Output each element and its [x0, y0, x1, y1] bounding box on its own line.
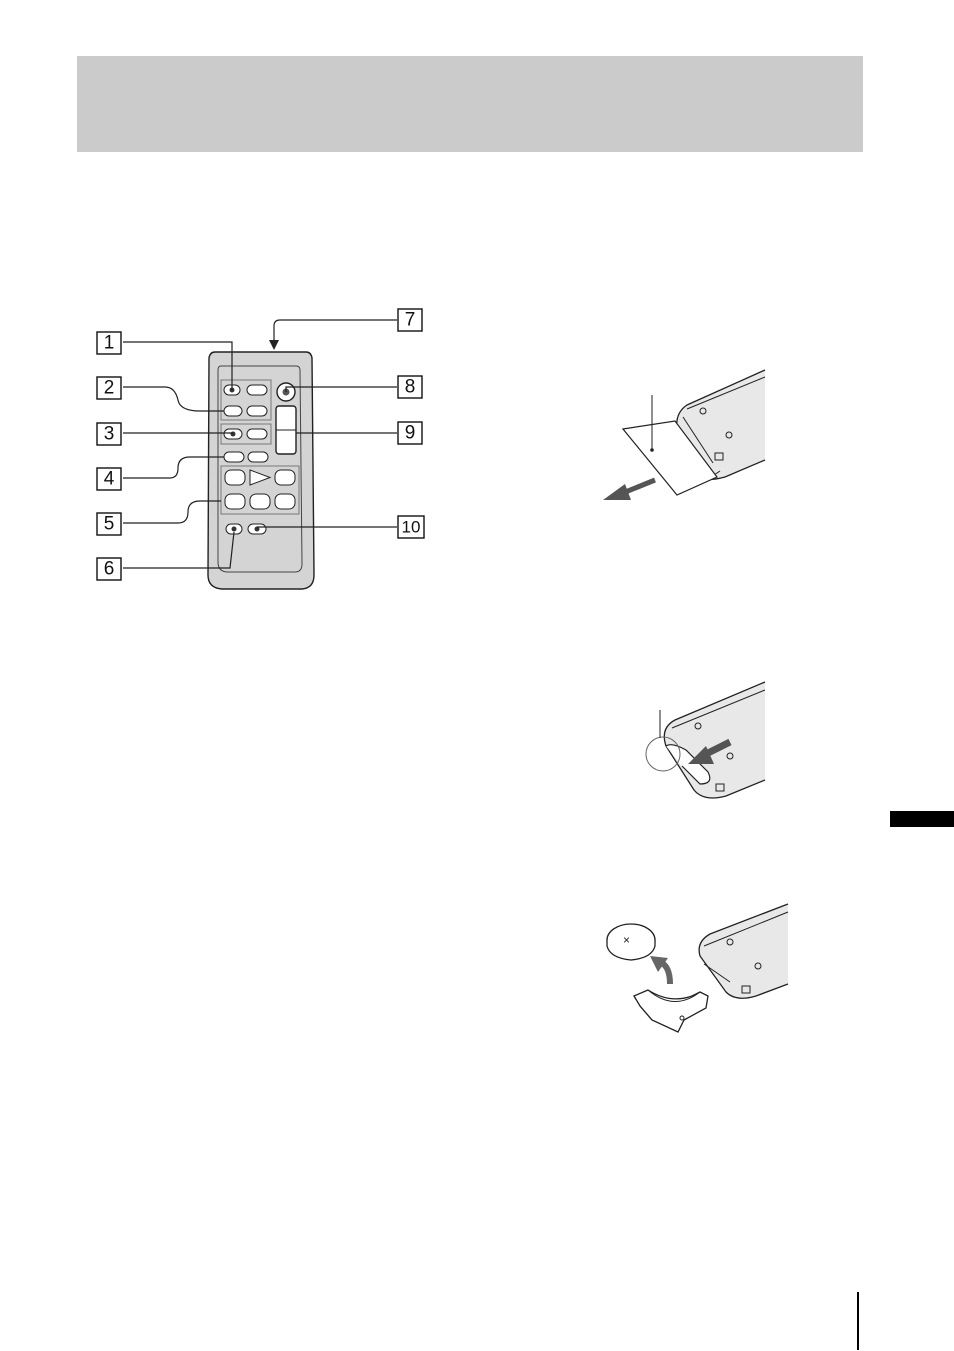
svg-text:4: 4	[104, 469, 115, 490]
callout-7: 7	[398, 309, 422, 331]
header-band	[77, 56, 863, 152]
battery-holder-figure	[630, 680, 770, 805]
svg-text:×: ×	[623, 933, 630, 947]
callout-10: 10	[398, 516, 424, 538]
insulation-sheet-figure	[595, 365, 770, 510]
remote-commander-diagram: 1 2 3 4 5 6 7 8 9 10	[90, 300, 430, 600]
battery-holder-icon	[634, 990, 708, 1032]
lithium-battery-icon: ×	[607, 924, 655, 960]
callout-2: 2	[97, 377, 121, 399]
callout-4: 4	[97, 468, 121, 490]
section-tab	[890, 811, 954, 827]
direction-arrow-icon	[650, 956, 670, 984]
battery-replace-figure: ×	[600, 900, 790, 1040]
svg-text:5: 5	[104, 514, 115, 535]
callout-6: 6	[97, 558, 121, 580]
svg-text:9: 9	[405, 423, 416, 444]
svg-text:7: 7	[405, 310, 416, 331]
svg-text:10: 10	[402, 518, 421, 537]
remote-commander-icon	[664, 682, 765, 798]
direction-arrow-icon	[603, 480, 655, 500]
remote-commander-icon	[699, 904, 788, 998]
page-number-rule	[857, 1292, 859, 1350]
svg-text:8: 8	[405, 377, 416, 398]
callout-3: 3	[97, 423, 121, 445]
svg-text:3: 3	[104, 424, 115, 445]
svg-text:2: 2	[104, 378, 115, 399]
callout-5: 5	[97, 513, 121, 535]
svg-text:1: 1	[104, 333, 115, 354]
svg-text:6: 6	[104, 559, 115, 580]
callout-1: 1	[97, 332, 121, 354]
callout-9: 9	[398, 422, 422, 444]
callout-8: 8	[398, 376, 422, 398]
